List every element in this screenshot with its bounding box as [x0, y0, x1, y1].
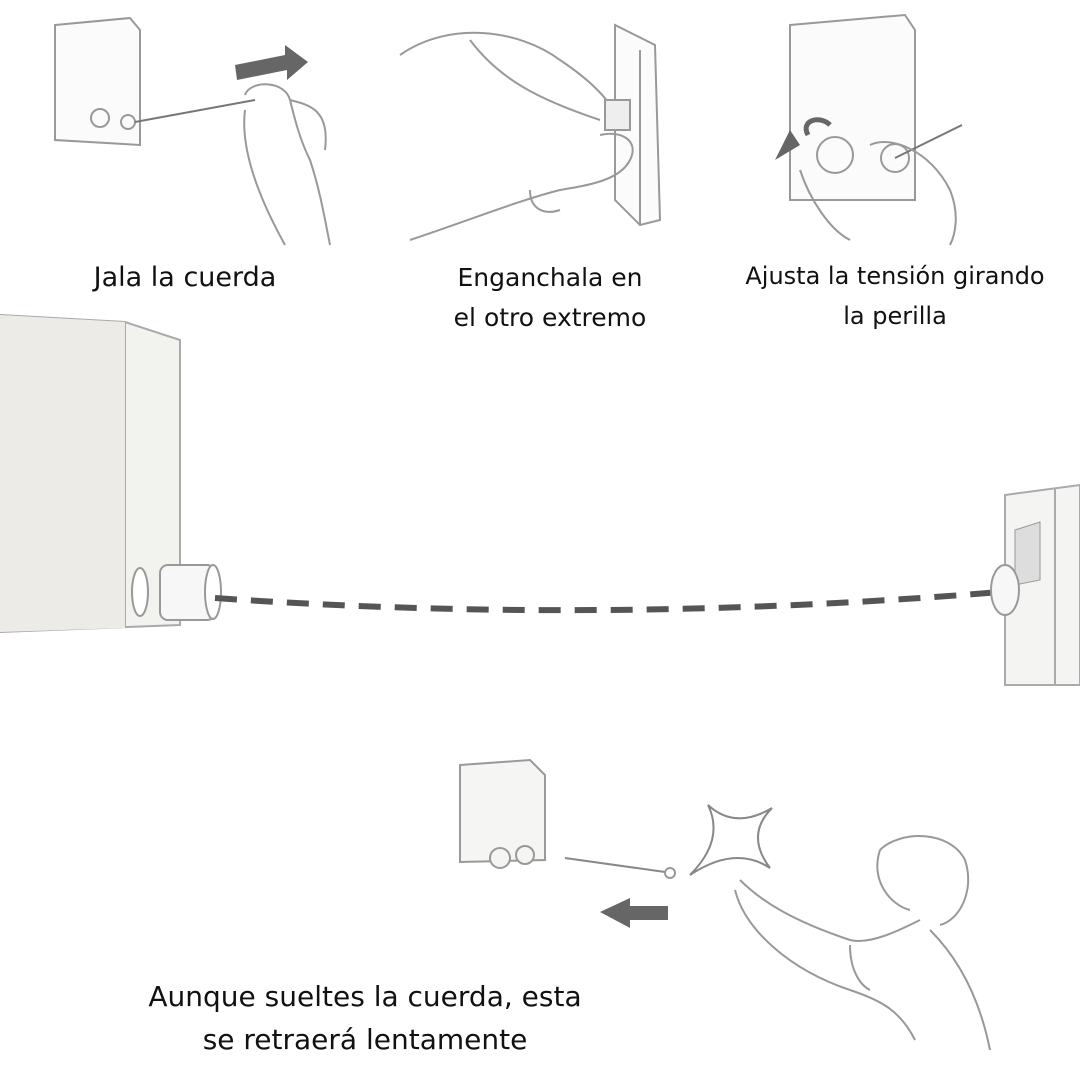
caption-line: la perilla [843, 302, 947, 330]
hook-hand-illustration [399, 23, 662, 241]
caption-line: el otro extremo [453, 303, 647, 332]
clothesline-between-walls-illustration [0, 313, 1080, 686]
step-1-caption: Jala la cuerda [30, 258, 340, 298]
caption-line: Aunque sueltes la cuerda, esta [148, 980, 582, 1013]
caption-line: Ajusta la tensión girando [745, 262, 1045, 290]
caption-line: Jala la cuerda [93, 262, 277, 293]
step-3-caption: Ajusta la tensión girando la perilla [720, 256, 1070, 336]
step-2-caption: Enganchala en el otro extremo [400, 258, 700, 338]
caption-line: se retraerá lentamente [202, 1023, 528, 1056]
caption-line: Enganchala en [457, 263, 643, 292]
turn-knob-hand-illustration [775, 13, 963, 246]
pull-cord-hand-illustration [54, 16, 331, 246]
retracting-cord-child-illustration [459, 758, 991, 1051]
bottom-caption: Aunque sueltes la cuerda, esta se retrae… [110, 975, 620, 1061]
